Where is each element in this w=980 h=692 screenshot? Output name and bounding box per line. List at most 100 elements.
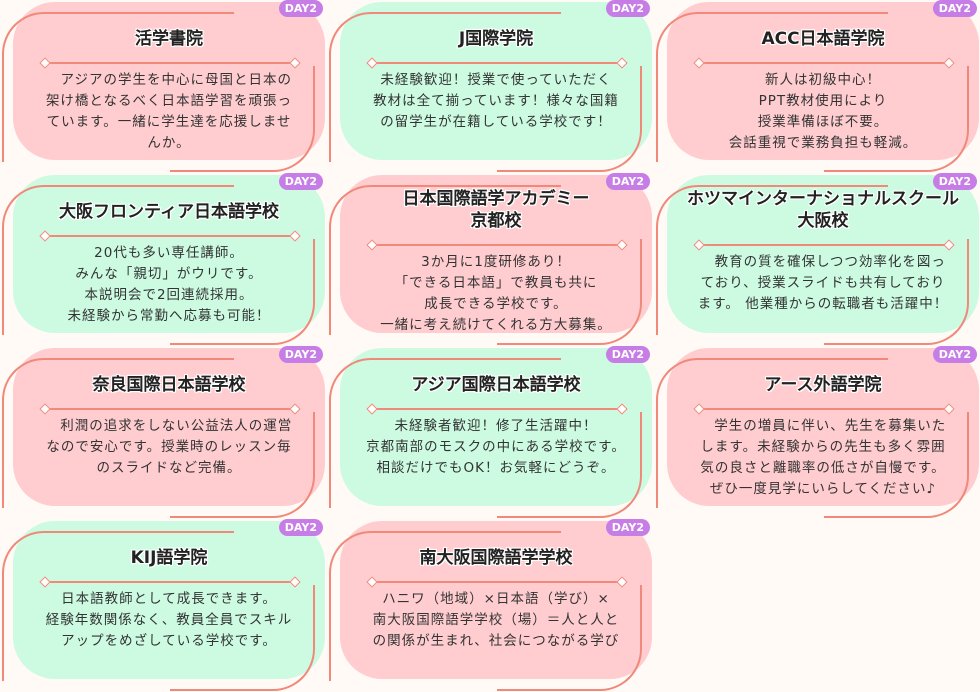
decorative-frame-line	[497, 412, 642, 518]
description-line: ています。一緒に学生達を応援しませ	[46, 114, 292, 130]
divider	[371, 62, 623, 64]
description-line: 教材は全て揃っています！様々な国籍	[373, 93, 619, 109]
day-badge: DAY2	[932, 0, 977, 17]
decorative-frame-line	[497, 585, 642, 691]
decorative-frame-line	[329, 185, 561, 335]
divider	[44, 62, 296, 64]
school-name: J国際学院	[341, 28, 651, 50]
school-card[interactable]: DAY2 大阪フロンティア日本語学校 20代も多い専任講師。みんな「親切」がウリです…	[0, 173, 327, 346]
day-badge: DAY2	[932, 173, 977, 190]
school-name-line: ACC日本語学院	[761, 29, 885, 49]
divider	[698, 408, 950, 410]
school-name-line: ホツマインターナショナルスクール	[687, 189, 959, 209]
divider	[371, 408, 623, 410]
description-line: 経験年数関係なく、教員全員でスキル	[45, 612, 293, 628]
description-line: 未経験から常勤へ応募も可能！	[67, 308, 271, 324]
divider	[44, 235, 296, 237]
school-description: 20代も多い専任講師。みんな「親切」がウリです。本説明会で2回連続採用。未経験か…	[14, 243, 324, 327]
school-description: 教育の質を確保しつつ効率化を図っており、授業スライドも共有しております。 他業種…	[668, 252, 978, 315]
description-line: 20代も多い専任講師。	[94, 245, 244, 261]
description-line: ており、授業スライドも共有しており	[700, 275, 946, 291]
school-name: 活学書院	[14, 28, 324, 50]
school-description: 新人は初級中心！PPT教材使用により授業準備ほぼ不要。会話重視で業務負担も軽減。	[668, 70, 978, 154]
decorative-frame-line	[824, 412, 969, 518]
school-description: 日本語教師として成長できます。経験年数関係なく、教員全員でスキルアップをめざして…	[14, 589, 324, 652]
decorative-frame-line	[170, 66, 315, 172]
school-name: 大阪フロンティア日本語学校	[14, 201, 324, 223]
divider	[44, 581, 296, 583]
card-content: 奈良国際日本語学校 利潤の追求をしない公益法人の運営なので安心です。授業時のレッ…	[14, 374, 324, 479]
day-badge: DAY2	[278, 173, 323, 190]
description-line: 日本語教師として成長できます。	[61, 591, 277, 607]
card-content: 南大阪国際語学学校ハニワ（地域）×日本語（学び）×南大阪国際語学学校（場）＝人と…	[341, 547, 651, 652]
description-line: 教育の質を確保しつつ効率化を図っ	[700, 254, 946, 270]
school-name-line: 大阪校	[797, 211, 849, 231]
school-name-line: アース外語学院	[764, 375, 882, 395]
description-line: 一緒に考え続けてくれる方大募集。	[380, 317, 612, 333]
description-line: ます。 他業種からの転職者も活躍中！	[697, 296, 949, 312]
school-description: アジアの学生を中心に母国と日本の架け橋となるべく日本語学習を頑張っています。一緒…	[14, 70, 324, 154]
day-badge: DAY2	[278, 346, 323, 363]
description-line: の留学生が在籍している学校です！	[380, 114, 612, 130]
school-name-line: 奈良国際日本語学校	[92, 375, 246, 395]
card-content: KIJ語学院日本語教師として成長できます。経験年数関係なく、教員全員でスキルアッ…	[14, 547, 324, 652]
divider	[698, 62, 950, 64]
day-badge: DAY2	[932, 346, 977, 363]
description-line: ハニワ（地域）×日本語（学び）×	[382, 591, 610, 607]
description-line: 3か月に1度研修あり！	[421, 254, 571, 270]
school-card[interactable]: DAY2 アース外語学院 学生の増員に伴い、先生を募集いたします。未経験からの先生…	[654, 346, 980, 519]
decorative-frame-line	[329, 12, 561, 162]
description-line: のスライドなど完備。	[96, 460, 242, 476]
description-line: アップをめざしている学校です。	[61, 633, 277, 649]
description-line: 未経験歓迎！授業で使っていただく	[380, 72, 612, 88]
day-badge: DAY2	[605, 0, 650, 17]
decorative-frame-line	[170, 239, 315, 345]
description-line: の関係が生まれ、社会につながる学び	[372, 633, 620, 649]
description-line: 学生の増員に伴い、先生を募集いた	[699, 418, 947, 434]
school-name-line: 京都校	[470, 211, 522, 231]
card-content: 活学書院 アジアの学生を中心に母国と日本の架け橋となるべく日本語学習を頑張ってい…	[14, 28, 324, 154]
card-content: ホツマインターナショナルスクール大阪校 教育の質を確保しつつ効率化を図っており、…	[668, 188, 978, 315]
decorative-frame-line	[497, 239, 642, 345]
school-name-line: KIJ語学院	[130, 548, 208, 568]
school-name-line: 南大阪国際語学学校	[419, 548, 573, 568]
school-name-line: アジア国際日本語学校	[411, 375, 581, 395]
description-line: ぜひ一度見学にいらしてください♪	[709, 481, 937, 497]
school-name: 南大阪国際語学学校	[341, 547, 651, 569]
description-line: 京都南部のモスクの中にある学校です。	[366, 439, 626, 455]
divider	[371, 244, 623, 246]
decorative-frame-line	[824, 239, 969, 345]
description-line: なので安心です。授業時のレッスン毎	[46, 439, 292, 455]
school-description: ハニワ（地域）×日本語（学び）×南大阪国際語学学校（場）＝人と人との関係が生まれ…	[341, 589, 651, 652]
decorative-frame-line	[170, 585, 315, 691]
decorative-frame-line	[656, 358, 888, 508]
school-name: 奈良国際日本語学校	[14, 374, 324, 396]
school-description: 3か月に1度研修あり！「できる日本語」で教員も共に成長できる学校です。一緒に考え…	[341, 252, 651, 336]
description-line: 利潤の追求をしない公益法人の運営	[45, 418, 293, 434]
description-line: します。未経験からの先生も多く雰囲	[700, 439, 946, 455]
school-name: ACC日本語学院	[668, 28, 978, 50]
school-card[interactable]: DAY2 奈良国際日本語学校 利潤の追求をしない公益法人の運営なので安心です。授業…	[0, 346, 327, 519]
school-card[interactable]: DAY2 活学書院 アジアの学生を中心に母国と日本の架け橋となるべく日本語学習を頑…	[0, 0, 327, 173]
decorative-frame-line	[2, 358, 234, 508]
description-line: 本説明会で2回連続採用。	[84, 287, 254, 303]
school-name-line: 大阪フロンティア日本語学校	[59, 202, 279, 222]
school-description: 未経験歓迎！授業で使っていただく教材は全て揃っています！様々な国籍の留学生が在籍…	[341, 70, 651, 133]
day-badge: DAY2	[605, 173, 650, 190]
description-line: 授業準備ほぼ不要。	[757, 114, 889, 130]
divider	[698, 244, 950, 246]
description-line: んか。	[147, 135, 191, 151]
description-line: 新人は初級中心！	[765, 72, 881, 88]
decorative-frame-line	[329, 531, 561, 681]
description-line: 「できる日本語」で教員も共に	[394, 275, 598, 291]
day-badge: DAY2	[278, 0, 323, 17]
description-line: 気の良さと離職率の低さが自慢です。	[700, 460, 946, 476]
